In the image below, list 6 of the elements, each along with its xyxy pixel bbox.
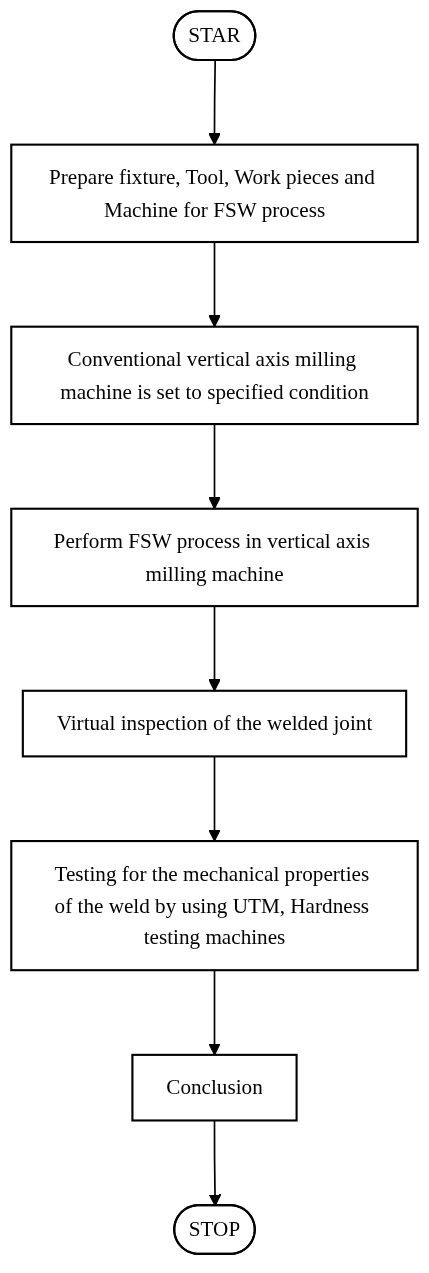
node-box: Conclusion (131, 1053, 298, 1122)
node-box: Prepare fixture, Tool, Work pieces and Machine for FSW process (10, 143, 419, 244)
node-box: Conventional vertical axis milling machine is set to specified condition (10, 325, 419, 426)
node-box: Virtual inspection of the welded joint (21, 689, 408, 758)
node-box: Perform FSW process in vertical axis milling machine (10, 507, 419, 608)
node-box: Testing for the mechanical properties of the weld by using UTM, Hardness testing machines (10, 840, 419, 972)
